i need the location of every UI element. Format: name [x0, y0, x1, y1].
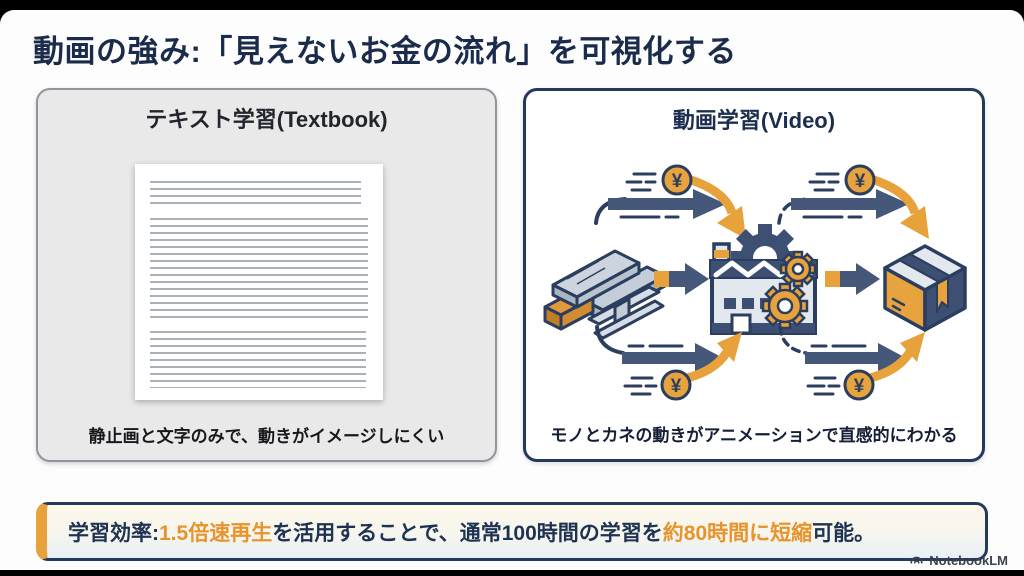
speed-lines-icon	[808, 172, 840, 192]
brand-name: NotebookLM	[929, 553, 1008, 568]
flow-arrow-icon	[791, 189, 909, 219]
factory-icon	[709, 224, 818, 335]
speed-lines-icon	[623, 376, 658, 396]
svg-text:¥: ¥	[671, 376, 682, 397]
flow-arrow-icon	[805, 343, 906, 373]
conveyor-arrow-icon	[825, 263, 880, 295]
footer-text-segment: を活用することで、通常100時間の学習を	[272, 521, 663, 545]
textbook-page	[135, 164, 383, 400]
footer-highlight-bar: 学習効率: 1.5倍速再生 を活用することで、通常100時間の学習を 約80時間…	[36, 502, 988, 561]
brand-watermark: NotebookLM	[909, 553, 1008, 568]
svg-text:¥: ¥	[854, 376, 865, 397]
video-panel-title: 動画学習(Video)	[672, 108, 836, 133]
flow-arrow-icon	[622, 343, 723, 373]
textbook-panel-caption: 静止画と文字のみで、動きがイメージしにくい	[88, 427, 445, 446]
footer-text-segment: 可能。	[812, 521, 876, 545]
footer-text-segment: 学習効率:	[68, 521, 159, 545]
yen-coin-icon: ¥	[843, 369, 875, 401]
money-flow-in-left: ¥	[594, 164, 746, 239]
svg-text:¥: ¥	[672, 171, 683, 192]
textbook-panel: テキスト学習(Textbook) 静止画と文字のみで、動きがイメージしにくい	[36, 88, 497, 462]
speed-lines-icon	[806, 376, 841, 396]
textbook-panel-title: テキスト学習(Textbook)	[145, 107, 388, 132]
package-box-icon	[883, 244, 967, 332]
page-title: 動画の強み:「見えないお金の流れ」を可視化する	[33, 34, 737, 69]
video-panel: 動画学習(Video) ¥	[523, 88, 985, 462]
money-flow-in-right: ¥	[777, 164, 929, 239]
gear-icon	[761, 282, 809, 330]
svg-text:¥: ¥	[855, 171, 866, 192]
gear-icon	[779, 250, 817, 288]
money-flow-out-left: ¥	[595, 325, 742, 401]
page-text-paragraph	[150, 218, 368, 321]
footer-text-segment: 約80時間に短縮	[662, 521, 813, 545]
yen-coin-icon: ¥	[844, 164, 876, 196]
speed-lines-icon	[625, 172, 657, 192]
video-panel-caption: モノとカネの動きがアニメーションで直感的にわかる	[550, 426, 958, 445]
footer-text-segment: 1.5倍速再生	[159, 521, 273, 545]
page-text-paragraph	[150, 331, 366, 388]
money-flow-diagram: ¥ ¥	[543, 164, 967, 401]
yen-coin-icon: ¥	[660, 369, 692, 401]
flow-arrow-icon	[608, 189, 726, 219]
conveyor-arrow-icon	[654, 263, 709, 295]
money-flow-out-right: ¥	[778, 325, 925, 401]
slide: 動画の強み:「見えないお金の流れ」を可視化する テキスト学習(Textbook)…	[0, 10, 1024, 570]
page-text-paragraph	[150, 181, 362, 208]
letterbox-bar	[0, 570, 1024, 576]
raw-materials-icon	[543, 249, 667, 340]
yen-coin-icon: ¥	[661, 164, 693, 196]
notebooklm-logo-icon	[910, 556, 923, 564]
